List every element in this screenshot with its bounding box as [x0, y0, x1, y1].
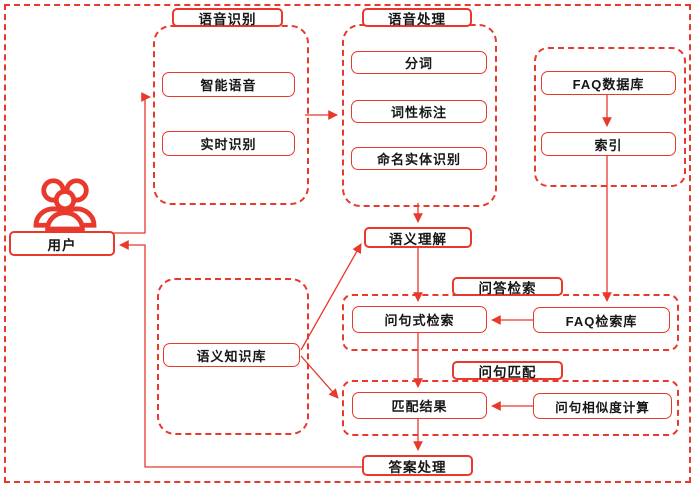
node-realtime-recognition: 实时识别: [162, 131, 295, 156]
speech-processing-title: 语音处理: [362, 8, 472, 27]
node-user: 用户: [9, 231, 115, 256]
outer-border: [4, 4, 691, 483]
qa-retrieval-title: 问答检索: [452, 277, 563, 296]
node-index: 索引: [541, 132, 676, 156]
node-faq-retrieval-library: FAQ检索库: [533, 307, 670, 333]
speech-recognition-title: 语音识别: [172, 8, 283, 27]
node-match-result: 匹配结果: [352, 392, 487, 419]
speech-recognition-group: [153, 25, 309, 205]
node-question-similarity-calculation: 问句相似度计算: [533, 393, 672, 419]
user-group-icon: [28, 174, 102, 232]
node-question-pattern-retrieval: 问句式检索: [352, 306, 487, 333]
faq-database-group: [534, 47, 686, 187]
node-semantic-understanding: 语义理解: [364, 227, 472, 248]
node-pos-tagging: 词性标注: [351, 100, 487, 123]
node-named-entity-recognition: 命名实体识别: [351, 147, 487, 170]
node-semantic-knowledge-base: 语义知识库: [163, 343, 300, 367]
node-word-segmentation: 分词: [351, 51, 487, 74]
question-matching-title: 问句匹配: [452, 361, 563, 380]
node-smart-voice: 智能语音: [162, 72, 295, 97]
node-faq-database: FAQ数据库: [541, 71, 676, 95]
node-answer-processing: 答案处理: [362, 455, 473, 476]
